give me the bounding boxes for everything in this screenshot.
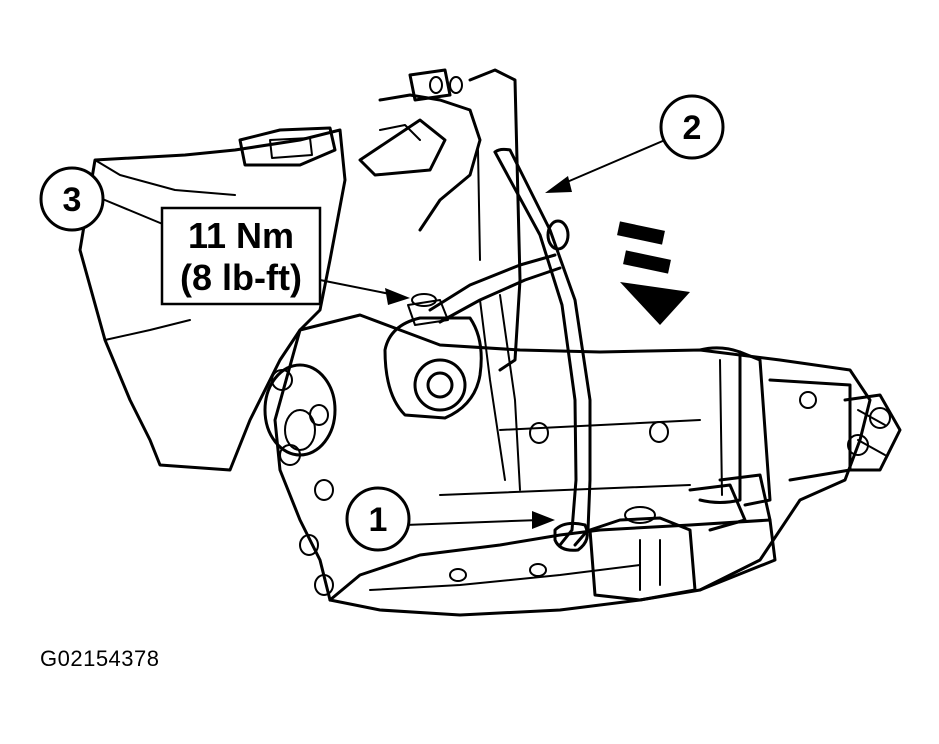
torque-spec-box: 11 Nm (8 lb-ft)	[160, 206, 322, 306]
figure-id: G02154378	[40, 646, 160, 671]
transaxle-housing	[78, 68, 902, 617]
callout-2-label: 2	[683, 109, 702, 147]
fluid-level-indicator-tube	[493, 147, 592, 552]
callout-1-label: 1	[369, 501, 388, 539]
leader-lines	[99, 139, 666, 529]
callout-3: 3	[39, 166, 105, 232]
speed-sensor	[383, 293, 483, 420]
flange-bolts	[271, 369, 334, 596]
callout-1: 1	[345, 486, 411, 552]
torque-spec-nm: 11 Nm	[188, 215, 294, 256]
torque-spec-lbft: (8 lb-ft)	[180, 257, 302, 298]
callout-2: 2	[659, 94, 725, 160]
installation-direction-arrow	[617, 221, 690, 325]
harness-bracket	[428, 253, 562, 491]
callout-3-label: 3	[63, 181, 82, 219]
